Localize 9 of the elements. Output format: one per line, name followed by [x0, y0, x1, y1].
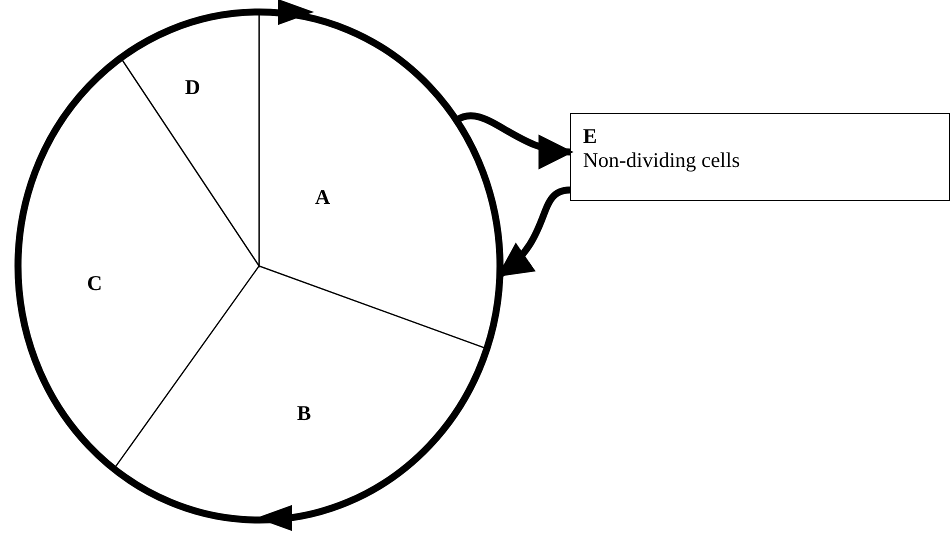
cell-cycle-circle — [12, 6, 506, 526]
phase-label: D — [184, 77, 200, 98]
box-text: Non-dividing cells — [583, 148, 740, 172]
box-heading: E — [583, 124, 598, 148]
phase-label: B — [296, 403, 311, 424]
text-box — [570, 113, 950, 201]
phase-label: C — [87, 272, 102, 294]
arrow — [454, 112, 574, 168]
phase-label: A — [315, 187, 330, 208]
